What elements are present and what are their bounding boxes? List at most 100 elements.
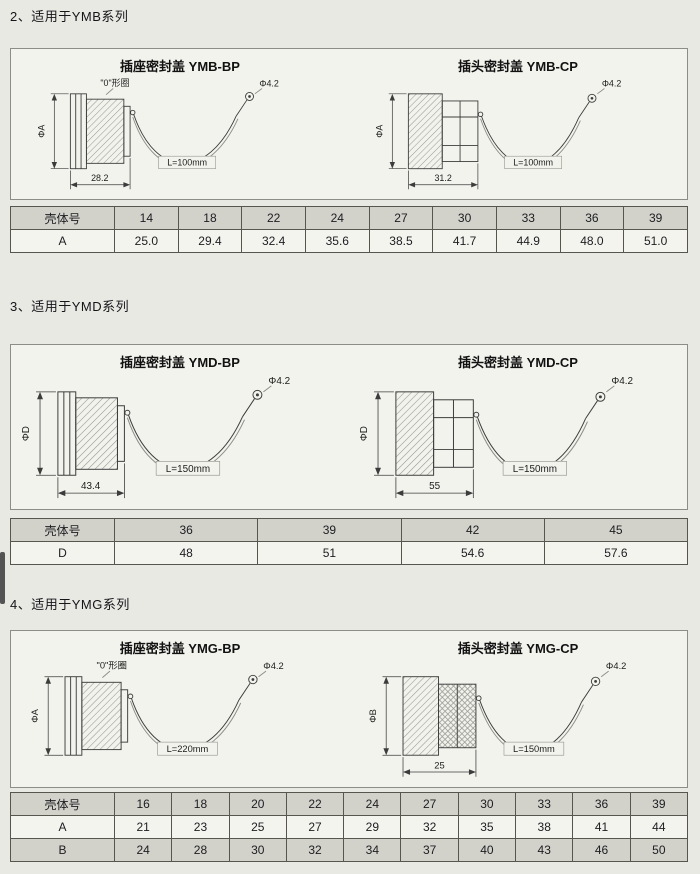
value-cell: 16 (113, 792, 173, 816)
value-cell: 22 (241, 206, 306, 230)
ymd-diagram-panel: 插座密封盖 YMD-BP ΦD 43.4 (10, 344, 688, 510)
value-cell: 25 (228, 815, 287, 839)
pin-diameter-label: Φ4.2 (259, 79, 279, 89)
value-cell: 36 (113, 518, 259, 542)
cover-body (407, 93, 479, 170)
value-cell: 32.4 (241, 229, 306, 253)
lanyard-length-label: L=150mm (166, 464, 210, 475)
value-cell: 35.6 (304, 229, 370, 253)
ymg-bp-technical-drawing: "0"形圈 ΦA L=220mm Φ4 (30, 659, 284, 756)
value-cell: 36 (559, 206, 625, 230)
value-cell: 23 (171, 815, 230, 839)
value-cell: 51 (257, 541, 402, 565)
value-cell: 42 (400, 518, 545, 542)
chain-eyelet (477, 111, 484, 117)
value-cell: 41.7 (432, 229, 497, 253)
section-heading-ymd: 3、适用于YMD系列 (10, 299, 130, 314)
lanyard-length-label: L=150mm (513, 744, 555, 754)
value-cell: 32 (285, 838, 345, 862)
ymb-cp-technical-drawing: ΦA 31.2 L=100mm Φ4.2 (375, 79, 622, 190)
diameter-label: ΦD (21, 426, 32, 441)
ymd-bp-drawing: 插座密封盖 YMD-BP ΦD 43.4 (11, 345, 349, 509)
width-dimension-label: 31.2 (434, 173, 451, 183)
row-label-cell: A (10, 229, 115, 253)
cover-body (57, 391, 125, 476)
pin-head (252, 389, 263, 400)
value-cell: 21 (113, 815, 173, 839)
ymd-bp-technical-drawing: ΦD 43.4 L=150mm Φ4.2 (21, 376, 291, 499)
width-dimension-label: 43.4 (81, 481, 101, 492)
value-cell: 28 (171, 838, 230, 862)
drawing-title: 插头密封盖 YMG-CP (457, 641, 579, 656)
ymd-cp-technical-drawing: ΦD 55 L=150mm Φ4.2 (359, 376, 634, 499)
value-cell: 24 (304, 206, 370, 230)
pin-head (595, 391, 606, 402)
lanyard-length-label: L=220mm (167, 744, 209, 754)
value-cell: 34 (343, 838, 402, 862)
row-label-cell: A (10, 815, 115, 839)
value-cell: 27 (285, 815, 345, 839)
value-cell: 38 (515, 815, 574, 839)
value-cell: 14 (114, 206, 179, 230)
width-dimension-label: 55 (429, 481, 441, 492)
diameter-label: ΦA (375, 125, 385, 138)
drawing-title: 插座密封盖 YMG-BP (119, 641, 241, 656)
pin-head (245, 92, 254, 101)
value-cell: 30 (457, 792, 517, 816)
value-cell: 54.6 (400, 541, 545, 565)
chain-eyelet (124, 409, 131, 416)
value-cell: 24 (343, 792, 402, 816)
value-cell: 39 (623, 206, 688, 230)
row-label-cell: 壳体号 (10, 518, 115, 542)
drawing-title: 插座密封盖 YMD-BP (120, 355, 240, 370)
lanyard-length-label: L=100mm (167, 158, 207, 168)
ymg-bp-drawing: 插座密封盖 YMG-BP "0"形圈 ΦA (11, 631, 349, 787)
chain-eyelet (473, 411, 480, 418)
value-cell: 27 (368, 206, 434, 230)
value-cell: 35 (457, 815, 517, 839)
ymd-cp-drawing: 插头密封盖 YMD-CP ΦD 55 (349, 345, 687, 509)
value-cell: 48.0 (559, 229, 625, 253)
diameter-label: ΦA (30, 708, 40, 722)
drawing-title: 插头密封盖 YMD-CP (458, 355, 578, 370)
cover-body (64, 676, 129, 756)
value-cell: 20 (228, 792, 287, 816)
diameter-label: ΦB (368, 709, 378, 723)
cover-body (402, 676, 477, 756)
value-cell: 57.6 (543, 541, 689, 565)
pin-diameter-label: Φ4.2 (606, 661, 626, 671)
value-cell: 29.4 (177, 229, 243, 253)
pin-diameter-label: Φ4.2 (602, 79, 622, 89)
ymg-diagram-panel: 插座密封盖 YMG-BP "0"形圈 ΦA (10, 630, 688, 788)
value-cell: 37 (400, 838, 459, 862)
cover-body (395, 391, 474, 476)
value-cell: 39 (629, 792, 689, 816)
pin-head (590, 676, 601, 687)
value-cell: 36 (572, 792, 631, 816)
row-label-cell: B (10, 838, 115, 862)
value-cell: 24 (113, 838, 173, 862)
value-cell: 22 (285, 792, 345, 816)
value-cell: 32 (400, 815, 459, 839)
value-cell: 40 (457, 838, 517, 862)
value-cell: 43 (515, 838, 574, 862)
value-cell: 51.0 (623, 229, 688, 253)
value-cell: 18 (177, 206, 243, 230)
chain-eyelet (475, 695, 482, 701)
row-label-cell: D (10, 541, 115, 565)
section-heading-ymb: 2、适用于YMB系列 (10, 9, 129, 24)
value-cell: 50 (629, 838, 689, 862)
ymg-cp-drawing: 插头密封盖 YMG-CP ΦB 25 (349, 631, 687, 787)
width-dimension-label: 28.2 (91, 173, 108, 183)
diameter-label: ΦD (359, 426, 370, 441)
value-cell: 18 (171, 792, 230, 816)
lanyard-length-label: L=100mm (513, 158, 553, 168)
drawing-title: 插座密封盖 YMB-BP (120, 59, 240, 74)
